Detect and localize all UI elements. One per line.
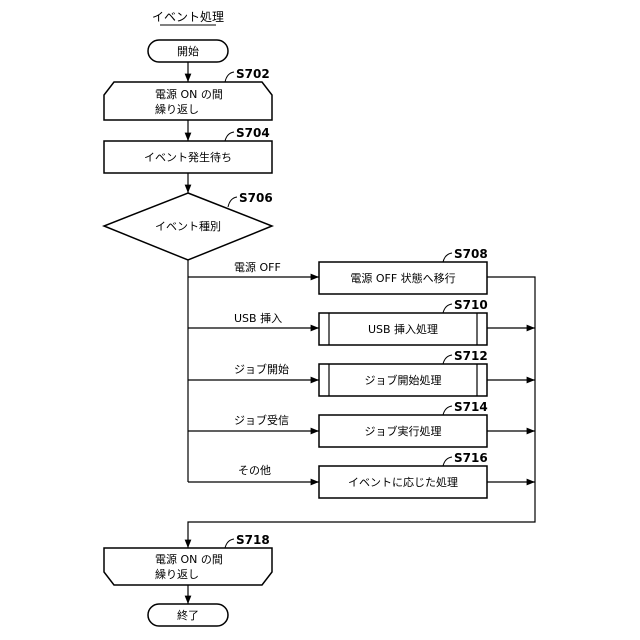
step-leader xyxy=(228,197,237,207)
step-leader xyxy=(443,253,452,262)
step-label-s706: S706 xyxy=(239,191,273,205)
step-leader xyxy=(225,132,234,141)
step-leader xyxy=(443,457,452,466)
branch-condition-job-start: ジョブ開始 xyxy=(234,362,289,376)
step-label-s710: S710 xyxy=(454,298,488,312)
branch-condition-job-receive: ジョブ受信 xyxy=(234,413,289,427)
loop-end-line2: 繰り返し xyxy=(155,567,199,581)
step-leader xyxy=(225,72,234,82)
branch-condition-power-off: 電源 OFF xyxy=(234,260,281,274)
decision-label: イベント種別 xyxy=(155,219,221,233)
step-leader xyxy=(443,304,452,313)
step-label-s712: S712 xyxy=(454,349,488,363)
loop-start-line1: 電源 ON の間 xyxy=(155,87,223,101)
process-label-other: イベントに応じた処理 xyxy=(348,475,458,489)
step-label-s702: S702 xyxy=(236,67,270,81)
step-label-s714: S714 xyxy=(454,400,488,414)
process-label-job-start: ジョブ開始処理 xyxy=(365,373,442,387)
step-leader xyxy=(443,355,452,364)
step-leader xyxy=(225,539,234,548)
step-label-s718: S718 xyxy=(236,533,270,547)
process-label-power-off: 電源 OFF 状態へ移行 xyxy=(350,271,455,285)
step-leader xyxy=(443,406,452,415)
step-label-s708: S708 xyxy=(454,247,488,261)
wait-label: イベント発生待ち xyxy=(144,150,232,164)
start-label: 開始 xyxy=(177,44,199,58)
end-label: 終了 xyxy=(177,608,199,622)
process-label-job-execute: ジョブ実行処理 xyxy=(365,424,442,438)
diagram-title: イベント処理 xyxy=(152,10,224,24)
loop-start-line2: 繰り返し xyxy=(155,102,199,116)
step-label-s704: S704 xyxy=(236,126,270,140)
step-label-s716: S716 xyxy=(454,451,488,465)
loop-end-line1: 電源 ON の間 xyxy=(155,552,223,566)
branch-condition-other: その他 xyxy=(238,464,271,477)
branch-condition-usb: USB 挿入 xyxy=(234,311,282,325)
process-label-usb: USB 挿入処理 xyxy=(368,322,438,336)
